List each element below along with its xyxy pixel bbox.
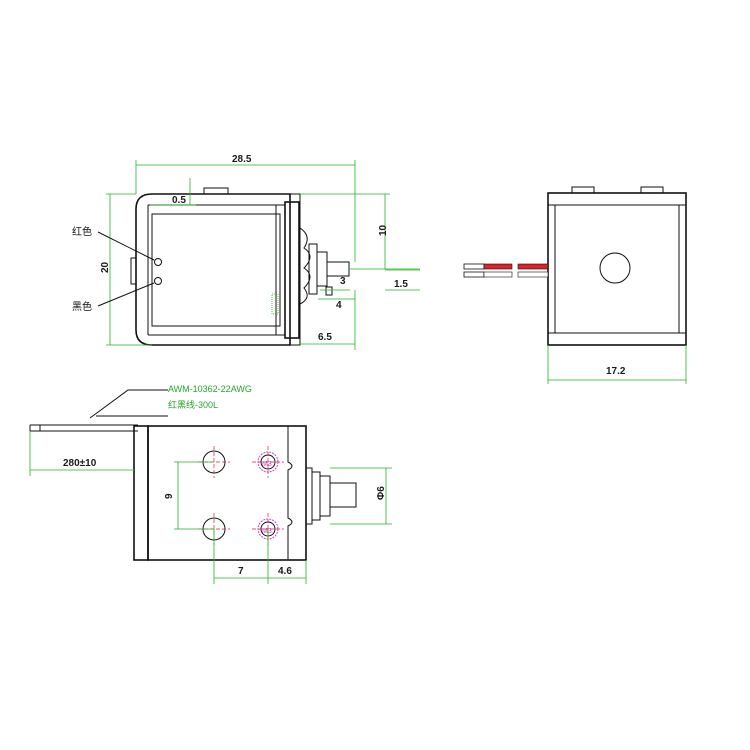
thread-label-bottom: M3 <box>262 528 272 535</box>
thread-label-top: M3 <box>262 461 272 468</box>
side-tab-left <box>571 186 595 194</box>
dim-pitch-9: 9 <box>164 493 175 499</box>
top-tab <box>203 187 229 195</box>
dim-wire-280: 280±10 <box>63 458 97 469</box>
dim-height-20: 20 <box>100 261 111 273</box>
bottom-plunger-rod <box>329 482 357 508</box>
dim-4: 4 <box>336 300 342 311</box>
right-end-plate <box>284 201 300 339</box>
dim-3: 3 <box>340 276 346 287</box>
dim-width-28-5: 28.5 <box>232 154 252 165</box>
spring <box>299 227 311 305</box>
terminal-red <box>154 258 162 266</box>
plunger-collar <box>308 243 318 295</box>
dim-hole-7: 7 <box>238 566 244 577</box>
label-black-wire: 黑色 <box>72 300 92 313</box>
side-body <box>547 192 687 346</box>
side-view: 17.2 <box>463 186 687 384</box>
bottom-view: AWM-10362-22AWG 红黑线-300L M3 M3 280±10 <box>29 384 392 584</box>
dim-6-5: 6.5 <box>318 332 332 343</box>
front-view: 28.5 0.5 20 10 3 4 1.5 6.5 红色 黑色 <box>72 154 420 350</box>
coil-marker <box>271 293 279 315</box>
dim-1-5: 1.5 <box>394 279 408 290</box>
bottom-end-plate <box>133 425 149 561</box>
front-frame-outline <box>135 193 291 346</box>
terminal-black <box>154 277 162 285</box>
side-wire-red <box>483 263 513 270</box>
plunger-rod <box>326 261 350 277</box>
dim-edge-4-6: 4.6 <box>278 566 292 577</box>
wire-desc: 红黑线-300L <box>168 399 218 410</box>
wire-spec: AWM-10362-22AWG <box>168 384 252 394</box>
label-red-wire: 红色 <box>72 225 92 238</box>
right-frame-edge <box>289 193 301 346</box>
dim-gap-0-5: 0.5 <box>172 195 186 206</box>
bottom-body <box>147 425 307 561</box>
plunger-stop <box>325 286 333 296</box>
dim-17-2: 17.2 <box>606 366 626 377</box>
plunger-head <box>316 251 328 287</box>
bottom-notch-line <box>287 426 293 560</box>
bottom-plunger-collar <box>311 471 321 521</box>
side-tab-right <box>640 186 664 194</box>
left-tab <box>130 257 137 285</box>
side-wire-black <box>483 271 513 278</box>
dim-phi6: Φ6 <box>376 486 387 500</box>
dim-10: 10 <box>378 224 389 236</box>
side-plunger-hole <box>599 252 631 284</box>
coil-body <box>151 213 281 327</box>
